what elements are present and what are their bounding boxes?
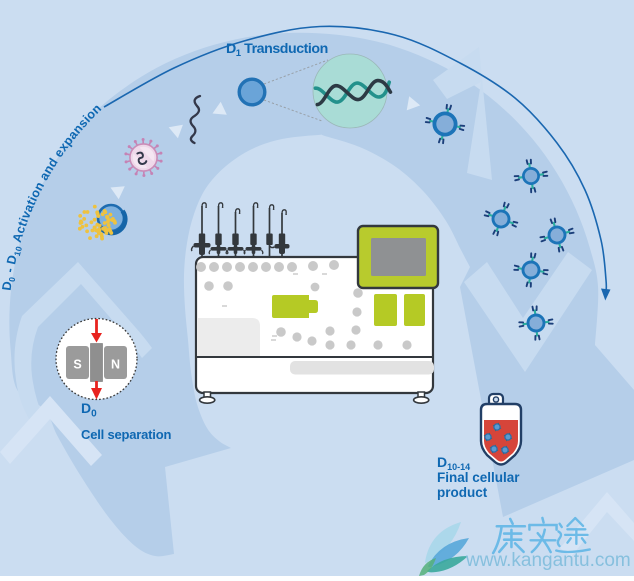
svg-text:www.kangantu.com: www.kangantu.com (465, 550, 631, 571)
svg-text:Final cellular: Final cellular (437, 470, 520, 485)
svg-text:Cell separation: Cell separation (81, 427, 171, 442)
svg-text:N: N (111, 358, 120, 372)
svg-text:S: S (73, 358, 81, 372)
svg-text:D1 Transduction: D1 Transduction (226, 41, 328, 59)
svg-text:product: product (437, 485, 488, 500)
